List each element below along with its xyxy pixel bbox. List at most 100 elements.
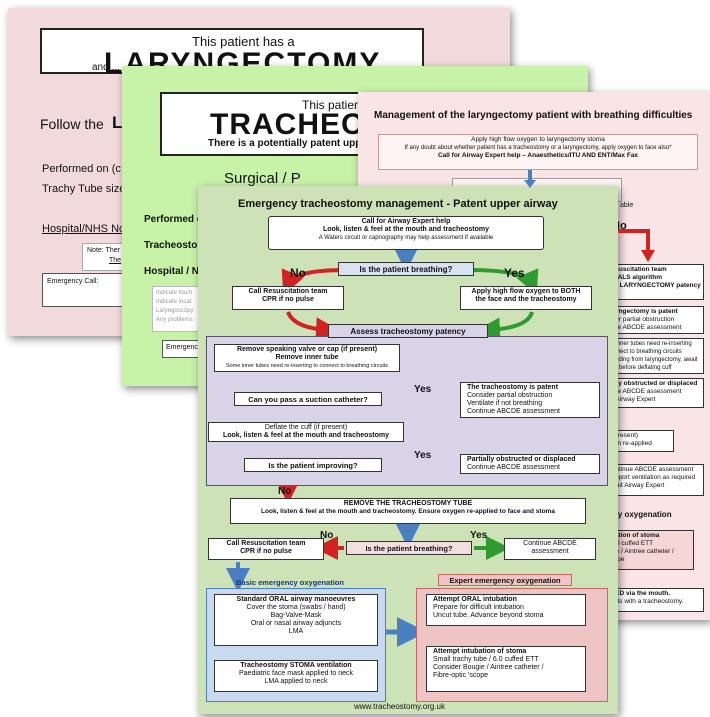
question-breathing-text: Is the patient breathing? xyxy=(359,265,453,274)
basic-line: Bag-Valve-Mask xyxy=(270,612,322,619)
partial-obstruction-box: Partially obstructed or displaced Contin… xyxy=(460,454,600,474)
airway-expert-line: A Waters circuit or capnography may help… xyxy=(318,235,494,241)
rb-line: sider partial obstruction xyxy=(607,316,675,323)
follow-text: Follow the xyxy=(40,116,104,132)
remove-valve-line: Remove speaking valve or cap (if present… xyxy=(236,346,378,353)
basic2-line: Tracheostomy STOMA ventilation xyxy=(240,662,352,669)
rb-line: bleeding from laryngectomy, await xyxy=(607,357,698,363)
resus-line: CPR if no pulse xyxy=(262,296,314,303)
remove-valve-line: Some inner tubes need re-inserting to co… xyxy=(225,363,389,369)
question-breathing: Is the patient breathing? xyxy=(338,262,474,276)
question-breathing-2: Is the patient breathing? xyxy=(346,541,472,555)
deflate-line: Look, listen & feel at the mouth and tra… xyxy=(222,432,390,439)
main-title: Emergency tracheostomy management - Pate… xyxy=(238,198,558,210)
basic-line: Oral or nasal airway adjuncts xyxy=(250,620,342,627)
expert-line: Attempt ORAL intubation xyxy=(433,596,517,603)
resus-line: Call Resuscitation team xyxy=(248,288,328,295)
rb-line: tients with a tracheostomy. xyxy=(607,598,684,605)
question-improving-text: Is the patient improving? xyxy=(268,461,358,470)
indicate-line: Laryngoscopy xyxy=(156,308,194,314)
expert-box-1: Attempt ORAL intubation Prepare for diff… xyxy=(426,594,586,626)
expert2-line: Attempt intubation of stoma xyxy=(433,648,527,655)
indicate-line: Indicate trach xyxy=(156,290,193,296)
rb-line: tinue ABCDE assessment xyxy=(607,388,682,395)
footer-url[interactable]: www.tracheostomy.org.uk xyxy=(354,702,445,711)
continue-abcde-box: Continue ABCDE assessment xyxy=(504,538,596,560)
tracheostomy-header-sub: There is a potentially patent upper a xyxy=(208,138,380,149)
basic-oxygenation-label: Basic emergency oxygenation xyxy=(236,578,344,587)
laryngectomy-right-box: ne inner tubes need re-inserting connect… xyxy=(604,338,704,374)
arrow-resus-to-assess xyxy=(286,311,340,342)
rb-line: Continue ABCDE assessment xyxy=(607,466,694,473)
basic-box-1: Standard ORAL airway manoeuvres Cover th… xyxy=(214,594,378,646)
rb-line: / 6.0 cuffed ETT xyxy=(607,540,654,547)
yes-label: Yes xyxy=(470,530,488,541)
resus-box: Call Resuscitation team CPR if no pulse xyxy=(232,286,344,310)
laryngectomy-right-box: laryngectomy is patent sider partial obs… xyxy=(604,306,704,334)
airway-expert-line: Look, listen & feel at the mouth and tra… xyxy=(322,226,490,233)
rb-line: ait Airway Expert xyxy=(607,396,656,403)
indicate-box: Indicate trach Indicate locat Laryngosco… xyxy=(152,286,206,332)
emergency-label-2: Emergenc xyxy=(166,344,198,351)
remove-valve-box: Remove speaking valve or cap (if present… xyxy=(214,344,400,372)
rb-line: ess LARYNGECTOMY patency xyxy=(607,282,701,289)
rb-line: tially obstructed or displaced xyxy=(607,380,698,387)
laryngectomy-header-sub: and ... xyxy=(92,62,120,73)
continue-line: Continue ABCDE xyxy=(523,540,577,547)
no-label: No xyxy=(290,266,306,280)
hospital-label-2: Hospital / N xyxy=(144,266,200,277)
arrow-oxygen-to-assess xyxy=(476,311,534,342)
tube-size-label: Trachy Tube size xyxy=(42,183,126,195)
laryngectomy-right-box: (if present) ygen re-applied xyxy=(604,430,674,452)
basic2-line: Paediatric face mask applied to neck xyxy=(238,670,353,677)
patent-line: Continue ABCDE assessment xyxy=(467,408,560,415)
rb-line: tinue ABCDE assessment xyxy=(607,324,682,331)
peek-able-text: able xyxy=(620,202,634,209)
partial-line: Continue ABCDE assessment xyxy=(467,464,560,471)
rb-line: connect to breathing circuits xyxy=(607,349,682,355)
basic-line: Standard ORAL airway manoeuvres xyxy=(236,596,356,603)
expert-box-2: Attempt intubation of stoma Small trachy… xyxy=(426,646,586,692)
rb-line: ygen re-applied xyxy=(607,440,652,447)
basic-box-2: Tracheostomy STOMA ventilation Paediatri… xyxy=(214,660,378,692)
rb-line: ATED via the mouth. xyxy=(607,590,671,597)
no-label: No xyxy=(320,530,334,541)
laryngectomy-right-box: tially obstructed or displaced tinue ABC… xyxy=(604,378,704,408)
continue-line: assessment xyxy=(531,548,569,555)
oxygen-both-box: Apply high flow oxygen to BOTH the face … xyxy=(460,286,592,310)
laryngectomy-right-box: Resuscitation team ow ALS algorithm ess … xyxy=(604,264,704,300)
rb-line: ugie / Aintree catheter / xyxy=(607,548,674,555)
performed-label: Performed on (c xyxy=(42,163,121,175)
laryngectomy-management-title: Management of the laryngectomy patient w… xyxy=(374,110,693,121)
patent-line: Ventilate if not breathing xyxy=(467,400,543,407)
laryngectomy-right-box: ubation of stoma / 6.0 cuffed ETT ugie /… xyxy=(604,530,694,570)
no-label: No xyxy=(278,486,292,497)
resus2-line: Call Resuscitation team xyxy=(226,540,306,547)
laryngectomy-oxygenation-label: ency oxygenation xyxy=(604,510,672,519)
laryngectomy-oxygen-line: Call for Airway Expert help – Anaestheti… xyxy=(437,152,639,159)
oxygen-line: Apply high flow oxygen to BOTH xyxy=(471,288,581,295)
partial-line: Partially obstructed or displaced xyxy=(467,456,576,463)
rb-line: ubation of stoma xyxy=(607,532,660,539)
remove-tube-line: REMOVE THE TRACHEOSTOMY TUBE xyxy=(343,500,473,507)
expert-oxygenation-label: Expert emergency oxygenation xyxy=(438,574,572,586)
yes-label: Yes xyxy=(504,266,525,280)
assess-patency-label: Assess tracheostomy patency xyxy=(328,324,488,338)
patent-line: The tracheostomy is patent xyxy=(467,384,559,391)
tracheostomy-header-line1: This patient xyxy=(302,98,365,112)
yes-label: Yes xyxy=(414,384,432,395)
tracheostomy-management-sheet: Emergency tracheostomy management - Pate… xyxy=(198,186,618,714)
expert2-line: Consider Bougie / Aintree catheter / xyxy=(433,664,544,671)
laryngectomy-oxygen-box: Apply high flow oxygen to laryngectomy s… xyxy=(378,134,698,170)
follow-letter: L xyxy=(112,113,123,132)
basic-line: Cover the stoma (swabs / hand) xyxy=(246,604,346,611)
hospital-label: Hospital/NHS No xyxy=(42,223,126,235)
performed-label-2: Performed o xyxy=(144,214,203,225)
yes-label: Yes xyxy=(414,450,432,461)
laryngectomy-oxygen-line: If any doubt about whether patient has a… xyxy=(404,145,672,151)
tracheostomy-label: Tracheostom xyxy=(144,240,207,251)
surgical-label: Surgical / P xyxy=(224,170,301,187)
resus2-line: CPR if no pulse xyxy=(240,548,292,555)
arrow-yes xyxy=(467,268,539,296)
remove-valve-line: Remove inner tube xyxy=(275,354,339,361)
